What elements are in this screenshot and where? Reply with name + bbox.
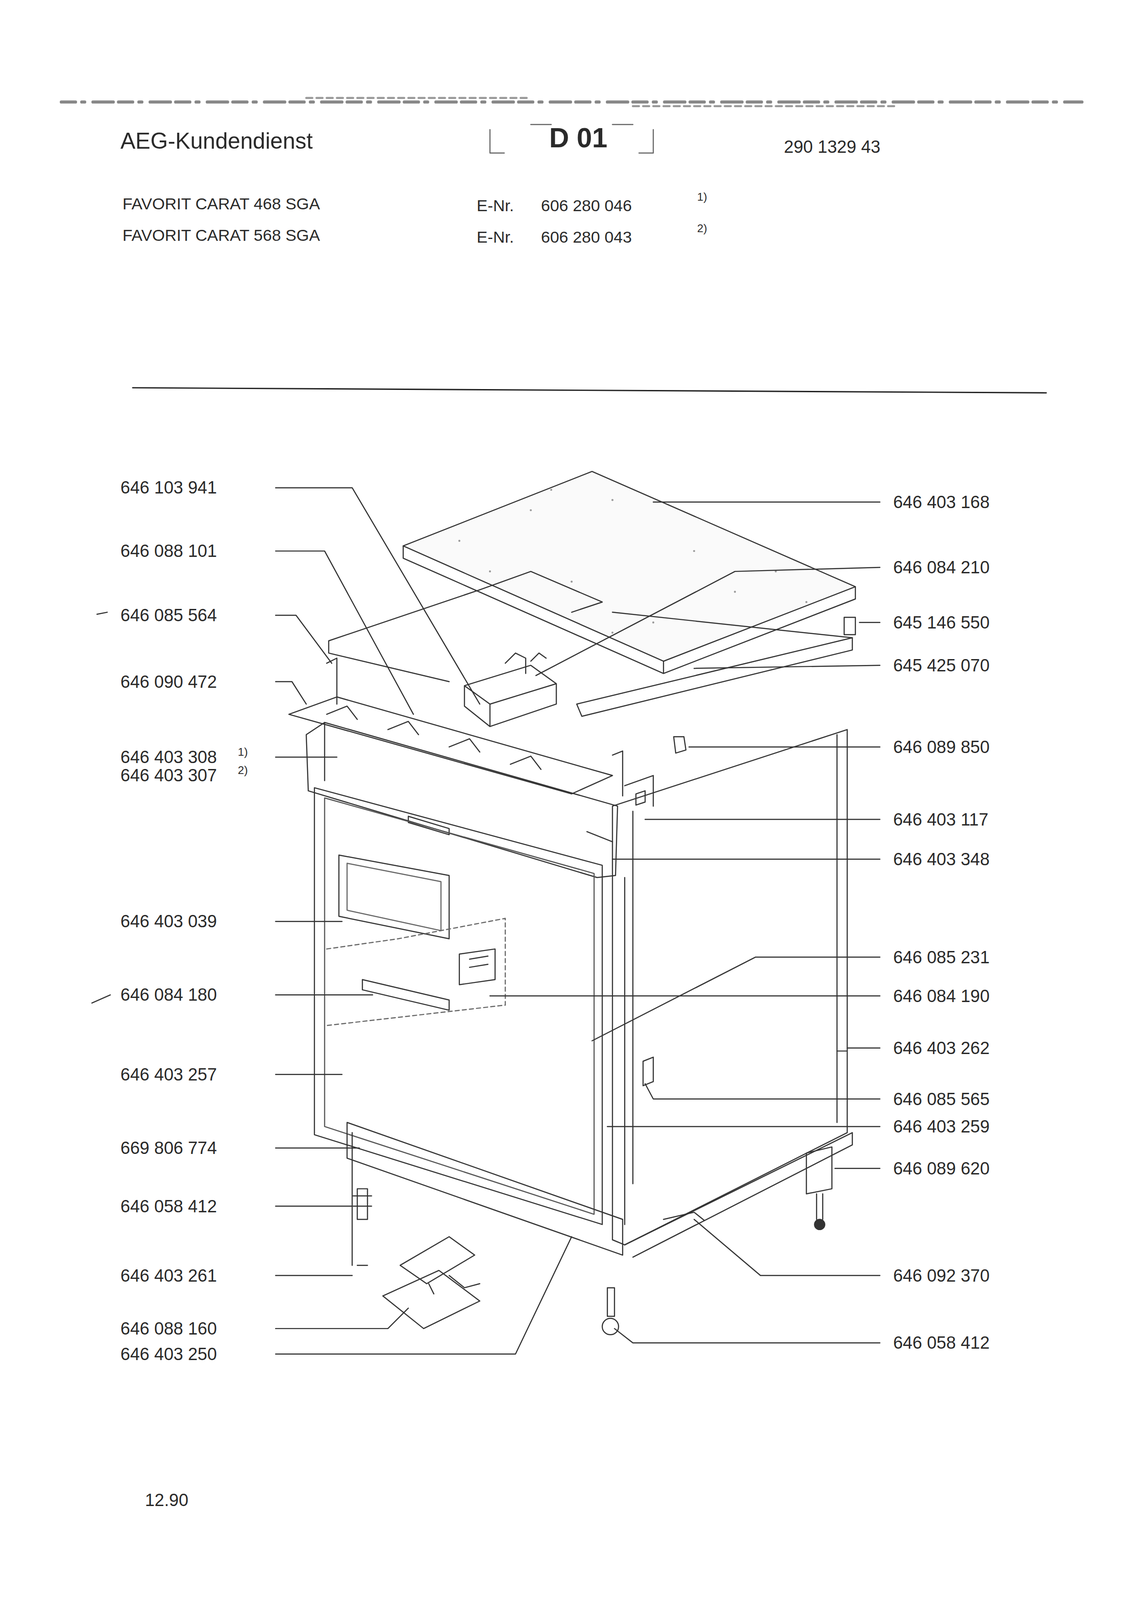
callout-number: 646 084 180 bbox=[120, 986, 217, 1004]
callout-number: 646 403 117 bbox=[893, 811, 989, 829]
callout-number: 646 403 261 bbox=[120, 1267, 217, 1285]
header-text: E-Nr. bbox=[476, 229, 515, 246]
callout-number: 12.90 bbox=[145, 1491, 189, 1510]
header-text: 290 1329 43 bbox=[783, 138, 881, 156]
header-text: FAVORIT CARAT 468 SGA bbox=[122, 196, 320, 213]
callout-number: 646 085 564 bbox=[120, 606, 217, 625]
header-text: E-Nr. bbox=[476, 198, 515, 215]
page-title: AEG-Kundendienst bbox=[120, 129, 313, 152]
callout-number: 646 090 472 bbox=[120, 673, 217, 691]
header-text: 606 280 043 bbox=[541, 229, 632, 246]
callout-number: 646 088 101 bbox=[120, 542, 217, 560]
callout-number: 646 089 620 bbox=[893, 1160, 990, 1178]
header-text: FAVORIT CARAT 568 SGA bbox=[122, 227, 320, 245]
header-text: D 01 bbox=[549, 124, 608, 152]
callout-number: 646 403 348 bbox=[893, 850, 990, 869]
callout-number: 646 084 210 bbox=[893, 558, 990, 577]
footnote-mark: 1) bbox=[237, 746, 248, 759]
callout-number: 645 146 550 bbox=[893, 614, 990, 632]
callout-number: 646 403 039 bbox=[120, 912, 217, 931]
callout-number: 646 088 160 bbox=[120, 1320, 217, 1338]
header-text: 606 280 046 bbox=[541, 198, 632, 215]
callout-number: 646 089 850 bbox=[893, 738, 990, 756]
callout-number: 646 092 370 bbox=[893, 1267, 990, 1285]
callout-number: 669 806 774 bbox=[120, 1139, 217, 1158]
callout-number: 646 403 259 bbox=[893, 1118, 990, 1136]
callout-number: 645 425 070 bbox=[893, 656, 990, 675]
footnote-mark: 1) bbox=[697, 191, 708, 204]
callout-number: 646 403 262 bbox=[893, 1039, 990, 1058]
callout-number: 646 403 250 bbox=[120, 1345, 217, 1364]
callout-number: 646 084 190 bbox=[893, 987, 990, 1006]
callout-number: 646 403 308 bbox=[120, 748, 217, 767]
callout-number: 646 403 168 bbox=[893, 493, 990, 511]
callout-number: 646 085 231 bbox=[893, 948, 990, 967]
callout-number: 646 058 412 bbox=[893, 1334, 990, 1352]
callout-number: 646 403 257 bbox=[120, 1066, 217, 1084]
footnote-mark: 2) bbox=[697, 223, 708, 235]
footnote-mark: 2) bbox=[237, 765, 248, 777]
callout-number: 646 403 307 bbox=[120, 766, 217, 785]
callout-number: 646 058 412 bbox=[120, 1198, 217, 1216]
callout-number: 646 103 941 bbox=[120, 479, 217, 497]
callout-number: 646 085 565 bbox=[893, 1090, 990, 1109]
